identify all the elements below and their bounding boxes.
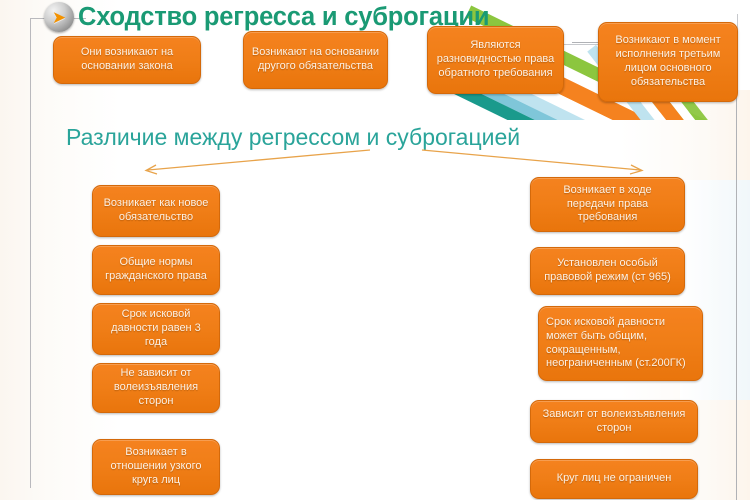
- difference-left-box-1: Возникает как новое обязательство: [92, 185, 220, 237]
- left-frame-line: [30, 18, 31, 488]
- difference-right-box-2-label: Установлен особый правовой режим (ст 965…: [544, 257, 671, 283]
- difference-left-box-1-label: Возникает как новое обязательство: [103, 197, 209, 223]
- difference-right-box-4-label: Зависит от волеизъявления сторон: [542, 407, 686, 434]
- arrow-right-head: [629, 164, 644, 175]
- arrow-left-line: [147, 149, 371, 171]
- similarity-box-1: Они возникают на основании закона: [53, 36, 201, 84]
- difference-left-box-3-label: Срок исковой давности равен 3 года: [111, 308, 201, 348]
- similarity-box-2-label: Возникают на основании другого обязатель…: [251, 46, 380, 72]
- difference-right-box-5-label: Круг лиц не ограничен: [556, 472, 672, 485]
- arrow-left-head: [144, 164, 158, 175]
- difference-left-box-2: Общие нормы гражданского права: [92, 245, 220, 295]
- slide-title-row: ➤ Сходство регресса и суброгации: [44, 2, 490, 32]
- difference-right-box-3: Срок исковой давности может быть общим, …: [538, 306, 703, 381]
- similarity-box-4: Возникают в момент исполнения третьим ли…: [598, 22, 738, 102]
- similarity-box-2: Возникают на основании другого обязатель…: [243, 31, 388, 89]
- difference-left-box-4-label: Не зависит от волеизъявления сторон: [113, 367, 199, 407]
- difference-left-box-5: Возникает в отношении узкого круга лиц: [92, 439, 220, 495]
- right-frame-line: [736, 42, 737, 500]
- difference-right-box-1-label: Возникает в ходе передачи права требован…: [563, 183, 652, 224]
- similarity-box-4-label: Возникают в момент исполнения третьим ли…: [615, 34, 721, 88]
- similarity-box-1-label: Они возникают на основании закона: [80, 46, 174, 72]
- difference-left-box-4: Не зависит от волеизъявления сторон: [92, 363, 220, 413]
- difference-left-box-5-label: Возникает в отношении узкого круга лиц: [110, 446, 202, 486]
- difference-left-box-3: Срок исковой давности равен 3 года: [92, 303, 220, 355]
- difference-right-box-3-label: Срок исковой давности может быть общим, …: [546, 315, 686, 370]
- difference-right-box-1: Возникает в ходе передачи права требован…: [530, 177, 685, 232]
- similarity-box-3: Являются разновидностью права обратного …: [427, 26, 564, 94]
- arrow-right-icon: ➤: [44, 2, 74, 32]
- page-title: Сходство регресса и суброгации: [78, 2, 490, 31]
- difference-right-box-5: Круг лиц не ограничен: [530, 459, 698, 499]
- section-subtitle: Различие между регрессом и суброгацией: [66, 124, 521, 150]
- arrow-right-line: [421, 149, 641, 171]
- difference-right-box-2: Установлен особый правовой режим (ст 965…: [530, 247, 685, 295]
- similarity-box-3-label: Являются разновидностью права обратного …: [436, 39, 555, 79]
- difference-left-box-2-label: Общие нормы гражданского права: [105, 256, 207, 282]
- difference-right-box-4: Зависит от волеизъявления сторон: [530, 400, 698, 443]
- arrow-right-glyph: ➤: [51, 7, 67, 27]
